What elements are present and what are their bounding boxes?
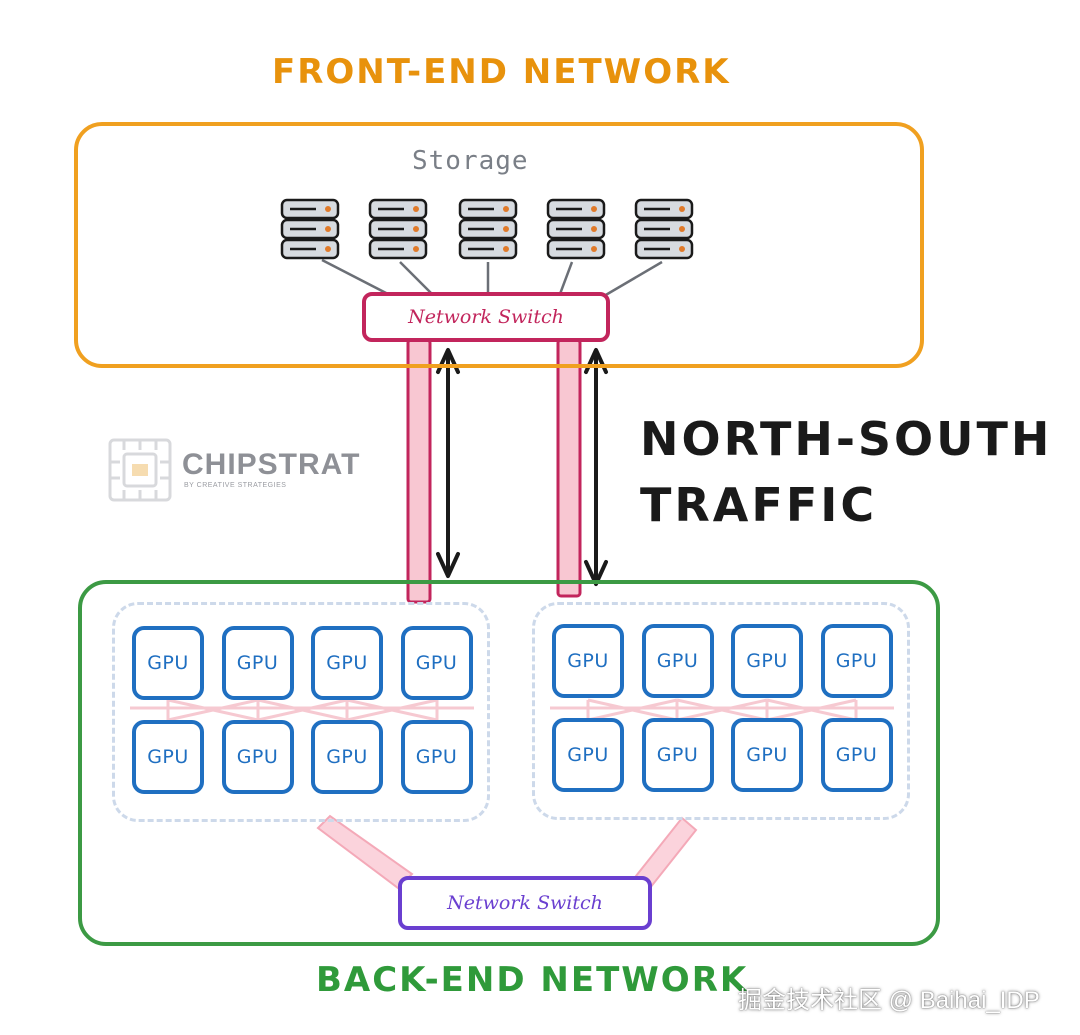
chipstrat-logo xyxy=(108,438,172,502)
gpu-node: GPU xyxy=(552,718,624,792)
uplink-bar-right xyxy=(556,338,582,598)
gpu-node: GPU xyxy=(641,624,714,698)
front-end-switch-label: Network Switch xyxy=(408,306,564,328)
storage-link xyxy=(603,260,663,298)
traffic-label-line-2: TRAFFIC xyxy=(640,478,878,532)
storage-link xyxy=(558,261,574,295)
traffic-label-line-1: NORTH-SOUTH xyxy=(640,412,1053,466)
chipstrat-logo-tagline: BY CREATIVE STRATEGIES xyxy=(184,482,287,489)
gpu-node: GPU xyxy=(132,626,204,700)
storage-link xyxy=(321,258,389,296)
gpu-node: GPU xyxy=(552,624,624,698)
gpu-node: GPU xyxy=(400,720,473,794)
pod-mesh-left xyxy=(130,698,474,722)
bidirectional-arrow-left xyxy=(436,348,460,578)
gpu-node: GPU xyxy=(221,720,294,794)
back-end-switch-label: Network Switch xyxy=(447,892,603,914)
gpu-node: GPU xyxy=(731,718,803,792)
gpu-node: GPU xyxy=(400,626,473,700)
front-end-network-title: FRONT-END NETWORK xyxy=(272,52,731,92)
front-end-network-switch: Network Switch xyxy=(362,292,610,342)
gpu-node: GPU xyxy=(820,624,893,698)
pod-mesh-right xyxy=(550,698,894,722)
front-end-network-box xyxy=(74,122,924,368)
back-end-network-switch: Network Switch xyxy=(398,876,652,930)
gpu-pod-left xyxy=(112,602,490,822)
storage-server-icon xyxy=(458,198,518,260)
gpu-node: GPU xyxy=(311,720,383,794)
back-end-network-box xyxy=(78,580,940,946)
storage-link xyxy=(399,261,433,295)
bidirectional-arrow-right xyxy=(584,348,608,586)
storage-server-icon xyxy=(634,198,694,260)
gpu-pod-right xyxy=(532,602,910,820)
storage-server-icon xyxy=(368,198,428,260)
north-south-traffic-label: NORTH-SOUTH TRAFFIC xyxy=(640,406,1052,538)
storage-label: Storage xyxy=(412,146,529,176)
gpu-node: GPU xyxy=(820,718,893,792)
gpu-node: GPU xyxy=(132,720,204,794)
gpu-node: GPU xyxy=(731,624,803,698)
gpu-node: GPU xyxy=(641,718,714,792)
storage-server-icon xyxy=(280,198,340,260)
gpu-node: GPU xyxy=(221,626,294,700)
watermark: 掘金技术社区 @ Baihai_IDP xyxy=(738,987,1040,1014)
uplink-bar-left xyxy=(406,338,432,604)
back-end-network-title: BACK-END NETWORK xyxy=(316,960,749,1000)
storage-server-icon xyxy=(546,198,606,260)
gpu-node: GPU xyxy=(311,626,383,700)
chipstrat-logo-text: CHIPSTRAT xyxy=(182,448,361,481)
